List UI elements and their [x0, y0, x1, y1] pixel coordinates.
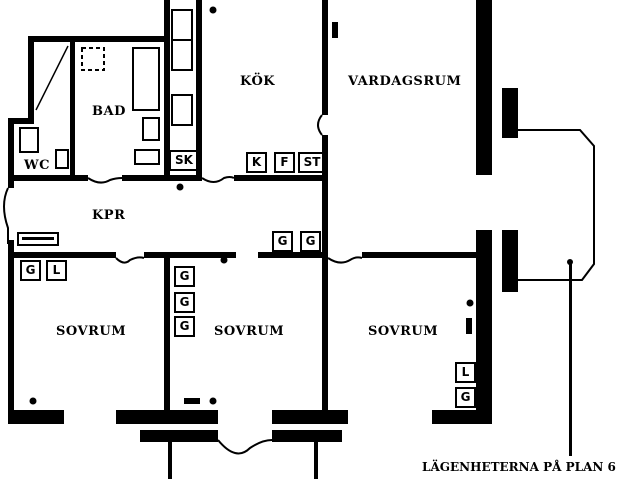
washer	[134, 149, 160, 165]
corridor-wall-edge	[3, 187, 9, 244]
radiator-bed2	[184, 398, 200, 404]
wall-east-upper	[476, 0, 492, 175]
room-label-sovrum-1: SOVRUM	[56, 324, 127, 339]
room-label-bad: BAD	[92, 104, 126, 119]
bay-window-outline	[518, 129, 595, 281]
fixture-kpr-g2: G	[300, 231, 321, 252]
fixture-kok-f: F	[274, 152, 295, 173]
room-label-sovrum-2: SOVRUM	[214, 324, 285, 339]
wc-sink	[55, 149, 69, 169]
radiator-kitchen	[332, 22, 338, 38]
leader-line	[569, 262, 572, 456]
fixture-sov1-g: G	[20, 260, 41, 281]
dot-bed1	[29, 397, 37, 405]
kitchen-door-curve	[317, 114, 323, 136]
balcony-wall-right	[272, 430, 342, 442]
dot-bed2	[209, 397, 217, 405]
dot-bed3	[466, 299, 474, 307]
closet-mid	[171, 39, 193, 71]
wall-corridor-south-1	[8, 252, 116, 258]
bay-lower	[502, 230, 518, 292]
wall-corridor-south-3	[258, 252, 328, 258]
wall-wc-bath	[70, 40, 75, 180]
fixture-sov2-g1: G	[174, 266, 195, 287]
leader-dot	[567, 259, 573, 265]
shelf-kpr-line	[22, 237, 54, 240]
balcony-door-curve	[217, 439, 273, 455]
window-slash	[35, 45, 69, 111]
bay-upper	[502, 88, 518, 138]
room-label-kok: KÖK	[240, 74, 276, 89]
wall-south-2	[116, 410, 218, 424]
wall-kitchen-living	[322, 0, 328, 115]
fixture-sov3-g: G	[455, 387, 476, 408]
fixture-kok-k: K	[246, 152, 267, 173]
door-kpr-bed3	[327, 256, 363, 264]
dot-kpr	[220, 256, 228, 264]
room-label-wc: WC	[24, 158, 50, 173]
wall-south-1	[8, 410, 64, 424]
fixture-kok-st: ST	[298, 152, 326, 173]
door-kitchen	[201, 176, 235, 183]
toilet	[19, 127, 39, 153]
wall-corridor-south-2	[144, 252, 236, 258]
wall-wc-west	[8, 118, 14, 188]
wall-bath-top	[28, 36, 168, 42]
wall-bath-west	[28, 36, 34, 120]
room-label-sovrum-3: SOVRUM	[368, 324, 439, 339]
wall-bed-2-3	[322, 218, 328, 424]
fixture-kpr-g1: G	[272, 231, 293, 252]
dot-bath	[209, 6, 217, 14]
wall-shaft-left	[164, 0, 170, 180]
door-kpr-bed1	[115, 256, 145, 264]
wall-wc-top	[8, 118, 34, 124]
wall-east-lower	[476, 230, 492, 423]
wall-corridor-north-3	[234, 175, 326, 181]
shower-tray	[81, 47, 105, 71]
balcony-post-right	[314, 442, 318, 479]
radiator-bed3	[466, 318, 472, 334]
plan-caption: LÄGENHETERNA PÅ PLAN 6	[422, 460, 616, 474]
sink-bath	[142, 117, 160, 141]
shelf-kpr	[17, 232, 59, 246]
fixture-sov3-l: L	[455, 362, 476, 383]
wall-corridor-north-1	[8, 175, 88, 181]
room-label-kpr: KPR	[92, 208, 126, 223]
wall-south-4	[432, 410, 492, 424]
wall-corridor-north-2	[122, 175, 202, 181]
balcony-post-left	[168, 442, 172, 479]
wall-shaft-right	[196, 0, 202, 180]
bathtub	[132, 47, 160, 111]
fixture-sov1-l: L	[46, 260, 67, 281]
closet-top	[171, 9, 193, 41]
dot-corridor	[176, 183, 184, 191]
fixture-sov2-g3: G	[174, 316, 195, 337]
door-bath	[87, 177, 123, 184]
living-door-curve	[479, 134, 488, 161]
closet-low	[171, 94, 193, 126]
wall-west-lower	[8, 240, 14, 423]
balcony-wall-left	[140, 430, 218, 442]
wall-bed-1-2	[164, 252, 170, 424]
kpr-wall-dark	[322, 180, 328, 220]
wall-south-3	[272, 410, 348, 424]
wall-corridor-south-4	[362, 252, 480, 258]
fixture-sk: SK	[169, 150, 199, 171]
room-label-vardagsrum: VARDAGSRUM	[348, 74, 462, 89]
fixture-sov2-g2: G	[174, 292, 195, 313]
